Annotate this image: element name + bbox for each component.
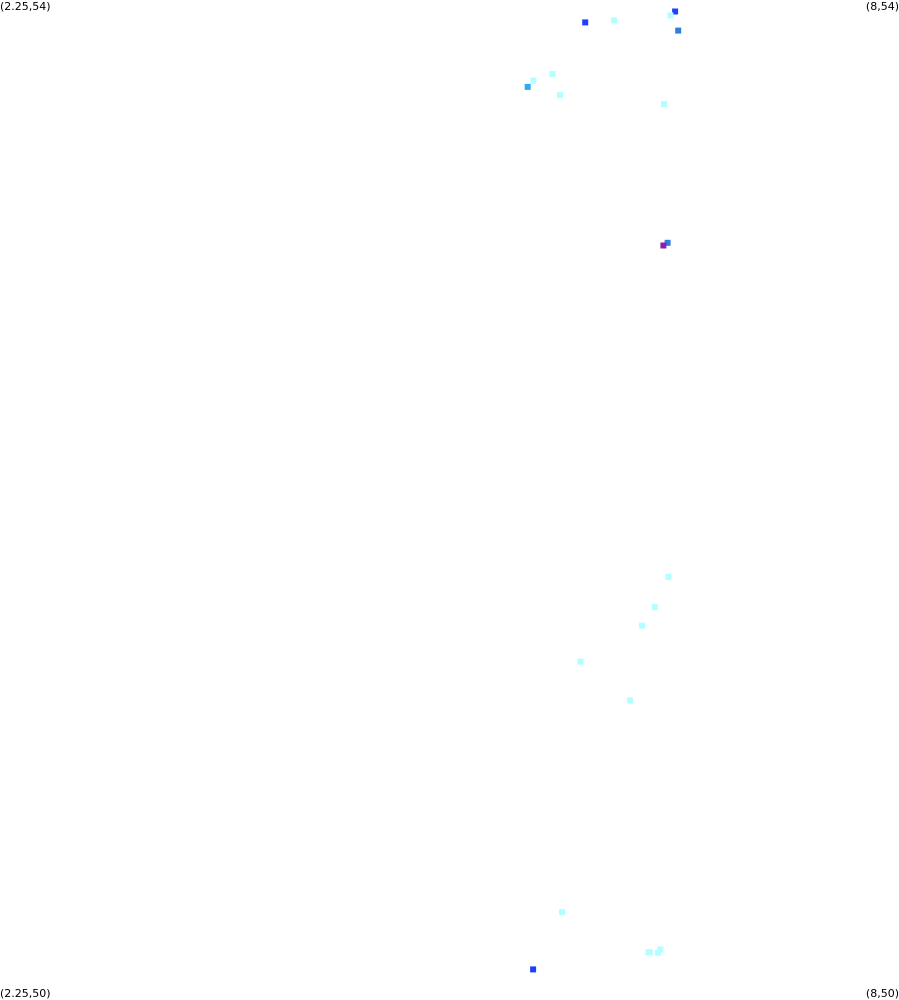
data-point-15	[577, 658, 584, 665]
data-point-16	[627, 697, 634, 704]
corner-label-top-right: (8,54)	[865, 0, 899, 13]
data-point-6	[530, 77, 537, 84]
corner-label-top-left: (2.25,54)	[0, 0, 51, 13]
data-point-2	[675, 27, 682, 34]
data-point-9	[661, 101, 667, 108]
data-point-22	[530, 966, 537, 973]
data-point-17	[559, 909, 566, 916]
data-point-7	[524, 83, 531, 90]
data-point-10	[664, 239, 671, 246]
data-point-5	[549, 71, 556, 77]
data-point-8	[557, 92, 563, 99]
corner-label-bottom-right: (8,50)	[865, 987, 899, 1000]
data-point-0	[672, 8, 679, 15]
data-point-21	[657, 946, 664, 953]
data-point-12	[651, 604, 658, 611]
data-point-20	[654, 949, 661, 956]
data-point-4	[611, 17, 618, 24]
data-point-13	[665, 573, 672, 580]
data-point-19	[646, 949, 653, 956]
data-point-14	[639, 622, 646, 629]
data-point-1	[667, 12, 674, 19]
corner-label-bottom-left: (2.25,50)	[0, 987, 51, 1000]
data-point-3	[582, 19, 589, 26]
data-point-11	[660, 242, 667, 249]
